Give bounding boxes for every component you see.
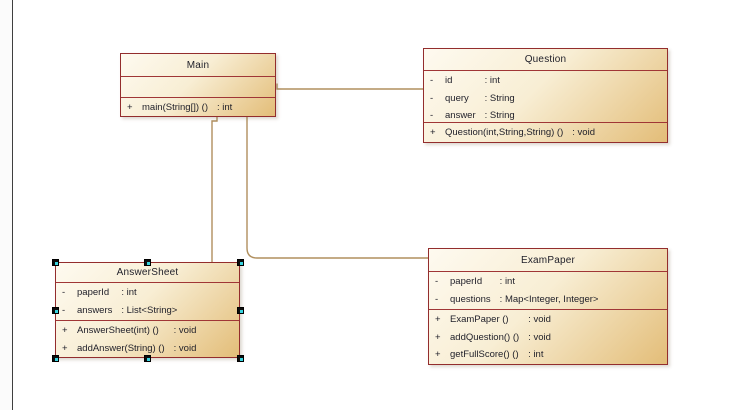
- connector-main-answersheet[interactable]: [211, 117, 218, 262]
- methods-compartment[interactable]: + main(String[]) () : int: [121, 98, 275, 116]
- member-type: : int: [528, 349, 544, 360]
- class-header[interactable]: Main: [121, 54, 275, 77]
- methods-compartment[interactable]: + ExamPaper () : void + addQuestion() () : vo…: [429, 310, 667, 364]
- member-type: : void: [572, 127, 595, 138]
- member-name: questions: [450, 293, 491, 305]
- member-type: : List<String>: [121, 304, 178, 316]
- class-box-answersheet[interactable]: AnswerSheet -paperId : int -answers : List<S…: [55, 262, 240, 358]
- class-header[interactable]: AnswerSheet: [56, 263, 239, 283]
- visibility-marker: -: [62, 287, 66, 298]
- visibility-marker: -: [430, 110, 434, 121]
- visibility-marker: -: [435, 276, 439, 287]
- class-title: Main: [186, 59, 210, 71]
- member-name: answer: [445, 110, 476, 121]
- member-name: main(String[]) (): [142, 102, 208, 113]
- attributes-compartment[interactable]: [121, 77, 275, 98]
- visibility-marker: -: [430, 75, 434, 86]
- member-name: query: [445, 92, 469, 104]
- methods-compartment[interactable]: + Question(int,String,String) () : void: [424, 123, 667, 142]
- selection-handle-e[interactable]: [236, 306, 244, 314]
- panel-edge: [0, 0, 13, 410]
- attributes-compartment[interactable]: -paperId : int -questions : Map<Integer, In…: [429, 272, 667, 310]
- class-title: ExamPaper: [520, 254, 576, 266]
- visibility-marker: -: [62, 304, 66, 316]
- member-type: : int: [216, 102, 233, 113]
- selection-handle-se[interactable]: [236, 354, 244, 362]
- connector-main-question[interactable]: [276, 83, 423, 90]
- member-type: : String: [484, 92, 515, 104]
- member-type: : int: [121, 287, 137, 298]
- methods-compartment[interactable]: + AnswerSheet(int) () : void + addAnswer(Str…: [56, 321, 239, 357]
- member-type: : void: [173, 325, 197, 336]
- member-name: addQuestion() (): [450, 331, 520, 343]
- member-name: Question(int,String,String) (): [445, 127, 564, 138]
- member-name: paperId: [77, 287, 110, 298]
- selection-handle-n[interactable]: [144, 258, 151, 266]
- member-type: : int: [499, 276, 515, 287]
- visibility-marker: -: [430, 92, 434, 104]
- class-title: AnswerSheet: [116, 267, 179, 278]
- member-type: : void: [173, 342, 197, 354]
- visibility-marker: +: [62, 325, 68, 336]
- connector-main-exampaper[interactable]: [246, 117, 428, 259]
- visibility-marker: +: [435, 349, 441, 360]
- member-name: getFullScore() (): [450, 349, 519, 360]
- attributes-compartment[interactable]: -paperId : int -answers : List<String>: [56, 283, 239, 321]
- visibility-marker: +: [430, 127, 436, 138]
- member-type: : Map<Integer, Integer>: [499, 293, 599, 305]
- member-type: : void: [528, 314, 551, 325]
- visibility-marker: +: [127, 102, 133, 113]
- member-name: id: [445, 75, 453, 86]
- member-type: : int: [484, 75, 500, 86]
- class-box-question[interactable]: Question-id: int-query: String-answer: S…: [423, 48, 668, 143]
- visibility-marker: +: [62, 342, 68, 354]
- selection-handle-ne[interactable]: [236, 258, 244, 266]
- attributes-compartment[interactable]: -id: int-query: String-answer: String: [424, 71, 667, 123]
- visibility-marker: +: [435, 331, 441, 343]
- visibility-marker: -: [435, 293, 439, 305]
- selection-handle-nw[interactable]: [51, 258, 59, 266]
- member-type: : void: [528, 331, 551, 343]
- member-name: addAnswer(String) (): [77, 342, 165, 354]
- member-name: answers: [77, 304, 113, 316]
- selection-handle-s[interactable]: [144, 354, 151, 362]
- class-header[interactable]: Question: [424, 49, 667, 71]
- visibility-marker: +: [435, 314, 441, 325]
- selection-handle-sw[interactable]: [51, 354, 59, 362]
- member-name: AnswerSheet(int) (): [77, 325, 159, 336]
- class-box-main[interactable]: Main + main(String[]) () : int: [120, 53, 276, 117]
- member-type: : String: [484, 110, 515, 121]
- selection-handle-w[interactable]: [51, 306, 59, 314]
- class-header[interactable]: ExamPaper: [429, 249, 667, 272]
- class-title: Question: [524, 54, 567, 65]
- class-box-exampaper[interactable]: ExamPaper -paperId : int -questions : Map<In…: [428, 248, 668, 365]
- member-name: ExamPaper (): [450, 314, 509, 325]
- member-name: paperId: [450, 276, 483, 287]
